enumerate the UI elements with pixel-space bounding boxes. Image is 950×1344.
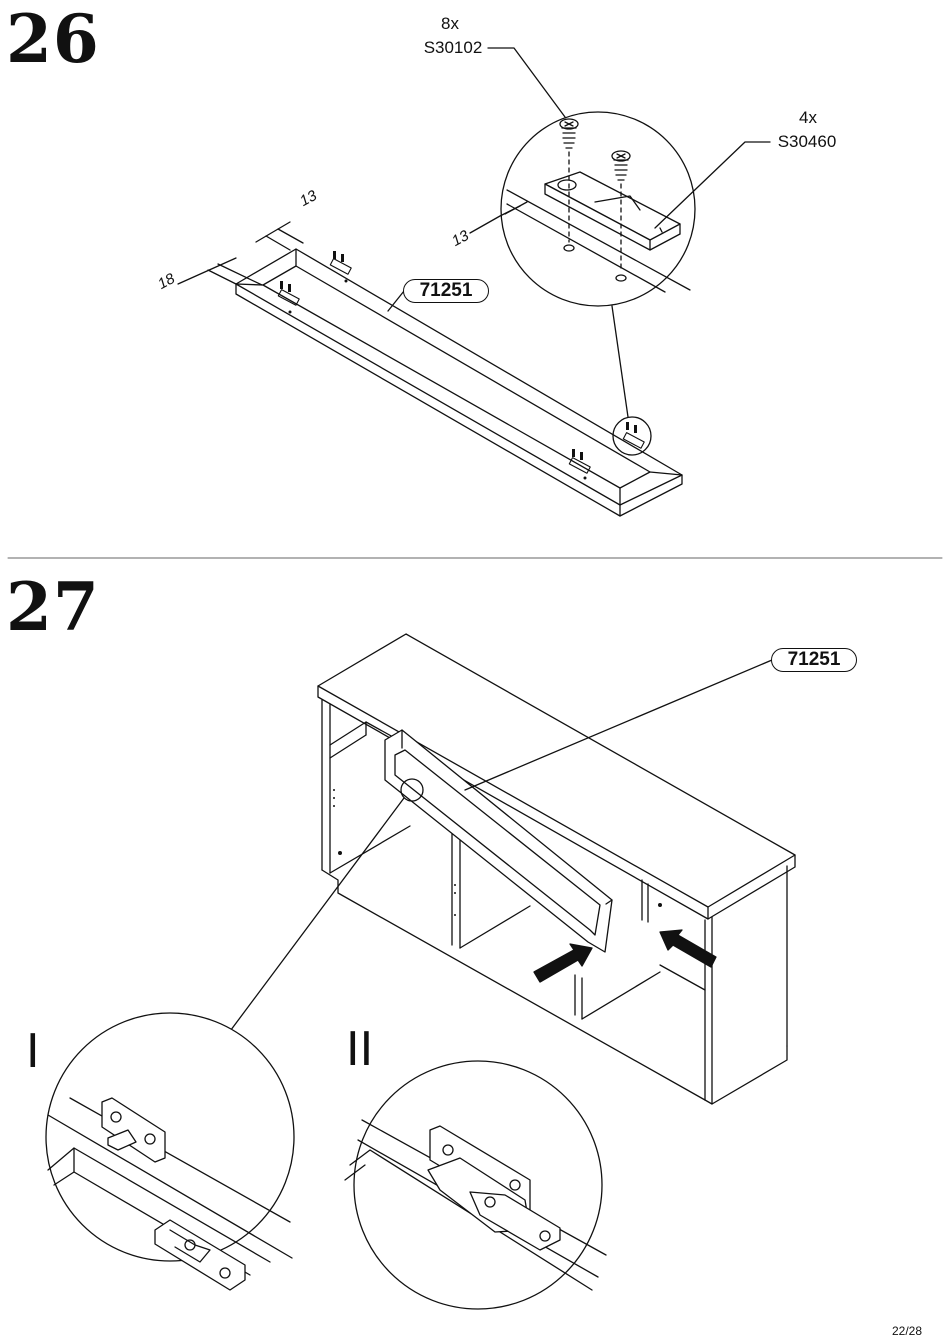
screw-code: S30102 (417, 38, 489, 57)
push-arrow-icon (534, 944, 592, 982)
detail-label: II (346, 1026, 373, 1072)
fitting-qty: 4x (788, 108, 828, 127)
push-arrow-icon (660, 930, 716, 967)
step-number: 27 (6, 574, 100, 640)
detail-label: I (26, 1028, 40, 1074)
step-27-cabinet-drawing (46, 634, 795, 1309)
step-number: 26 (6, 6, 100, 72)
part-label: 71251 (771, 648, 857, 672)
part-label: 71251 (403, 279, 489, 303)
fitting-code: S30460 (771, 132, 843, 151)
page-number: 22/28 (892, 1324, 922, 1338)
screw-qty: 8x (430, 14, 470, 33)
